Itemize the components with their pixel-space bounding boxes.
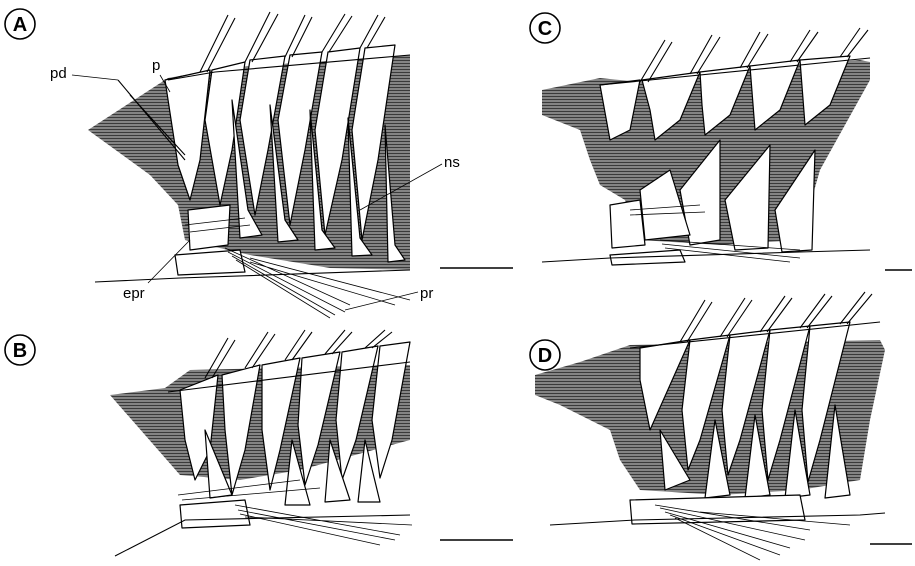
label-pr: pr	[420, 285, 433, 302]
panel-c: C	[530, 13, 912, 270]
label-p: p	[152, 57, 160, 74]
panel-b-letter: B	[13, 340, 27, 362]
panel-a: A	[5, 9, 513, 318]
panel-a-letter: A	[13, 14, 27, 36]
panel-b-body-outline	[115, 515, 410, 556]
panel-c-body-outline	[542, 250, 870, 262]
label-epr: epr	[123, 285, 145, 302]
panel-c-letter: C	[538, 18, 552, 40]
label-ns: ns	[444, 154, 460, 171]
label-pr-leader	[345, 292, 418, 310]
panel-a-body-outline	[95, 270, 410, 282]
panel-d-letter: D	[538, 345, 552, 367]
panel-d: D	[530, 292, 912, 560]
label-pd-leader	[72, 75, 118, 80]
label-pd: pd	[50, 65, 67, 82]
panel-b: B	[5, 330, 513, 556]
